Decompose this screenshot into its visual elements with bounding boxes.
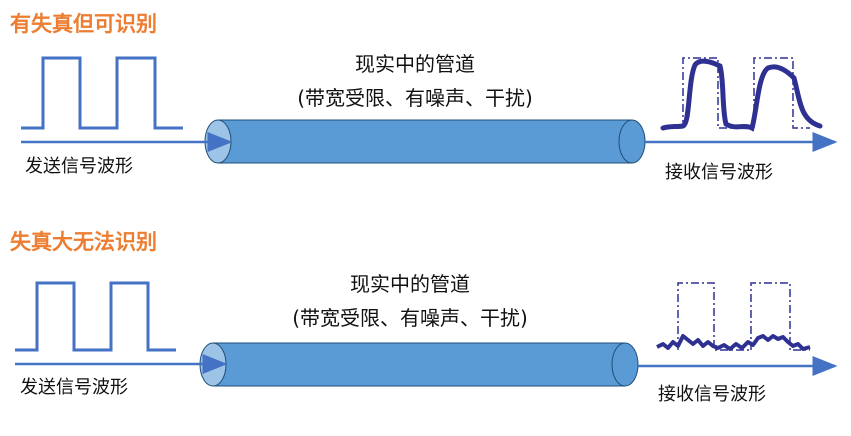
reference-dashed-wave bbox=[682, 57, 810, 129]
pipe bbox=[199, 342, 639, 387]
received-distorted-wave bbox=[656, 334, 811, 351]
received-distorted-wave bbox=[660, 58, 823, 132]
pipe-label-line2: (带宽受限、有噪声、干扰) bbox=[292, 306, 528, 330]
sent-square-wave bbox=[15, 281, 176, 352]
send-waveform-label: 发送信号波形 bbox=[25, 156, 133, 177]
reference-dashed-wave bbox=[677, 282, 810, 351]
pipe-label-line1: 现实中的管道 bbox=[355, 52, 475, 76]
sent-square-wave bbox=[21, 56, 183, 130]
panel-1 bbox=[21, 56, 838, 164]
panel-2 bbox=[15, 281, 838, 387]
pipe-label-line2: (带宽受限、有噪声、干扰) bbox=[297, 86, 533, 110]
pipe bbox=[204, 119, 646, 164]
pipe-label-line1: 现实中的管道 bbox=[350, 272, 470, 296]
receive-waveform-label: 接收信号波形 bbox=[665, 162, 773, 183]
receive-waveform-label: 接收信号波形 bbox=[658, 384, 766, 405]
panel-1-title: 有失真但可识别 bbox=[10, 12, 157, 36]
panel-2-title: 失真大无法识别 bbox=[10, 230, 157, 254]
send-waveform-label: 发送信号波形 bbox=[20, 377, 128, 398]
